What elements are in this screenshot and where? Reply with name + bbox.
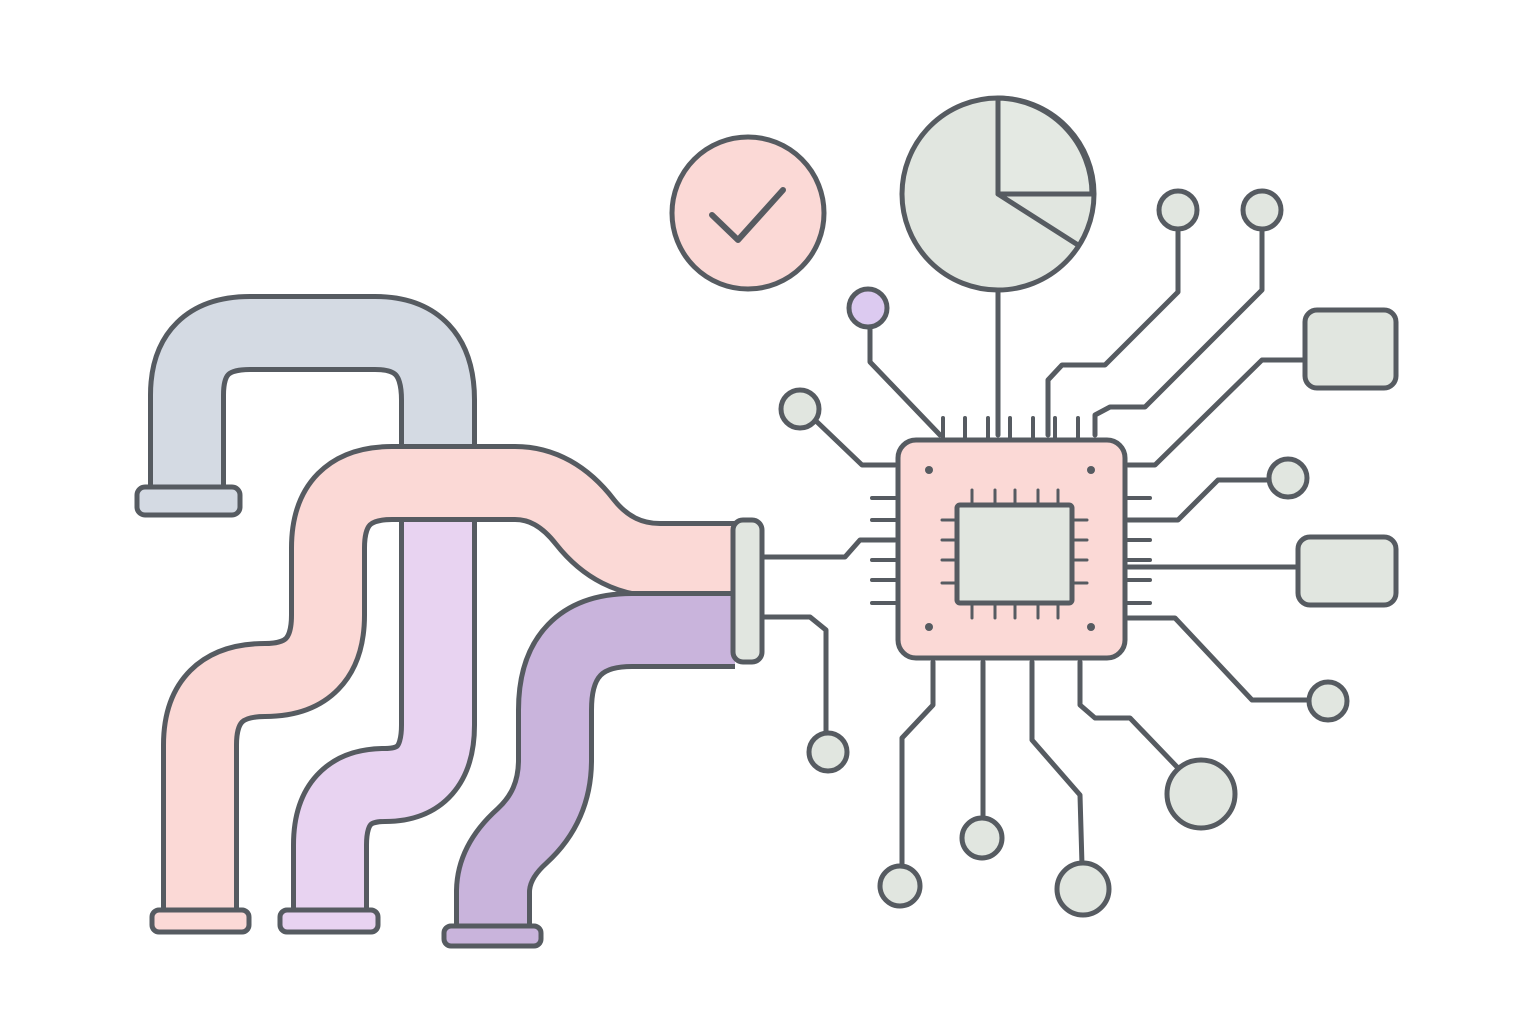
pipe-cap-pink [149, 907, 252, 935]
pipe-gray [153, 299, 472, 495]
pipe-cap-gray [134, 484, 243, 518]
circuit-node [1240, 188, 1284, 232]
circuit-node [1306, 679, 1350, 723]
circuit-pad [1302, 307, 1399, 391]
pipe-purple [459, 596, 735, 928]
circuit-pad [1295, 534, 1399, 608]
circuit-node [1054, 860, 1112, 918]
pipe-lilac [296, 500, 472, 912]
circuit-node [959, 815, 1005, 861]
pie-chart-icon [899, 95, 1097, 293]
pipe-cap-lilac [277, 907, 381, 935]
circuit-node [1164, 757, 1238, 831]
pipe-pink [166, 449, 735, 912]
circuit-node [877, 863, 923, 909]
check-circle-icon [669, 134, 827, 292]
pipe-cap-purple [441, 923, 544, 949]
pipe-connector [730, 517, 765, 665]
circuit-node [778, 387, 822, 431]
circuit-node [1266, 456, 1310, 500]
circuit-node [806, 730, 850, 774]
circuit-node [846, 286, 890, 330]
circuit-nodes [778, 188, 1399, 918]
pipes [148, 294, 735, 931]
cpu-chip-icon [870, 416, 1152, 661]
circuit-node [1156, 188, 1200, 232]
